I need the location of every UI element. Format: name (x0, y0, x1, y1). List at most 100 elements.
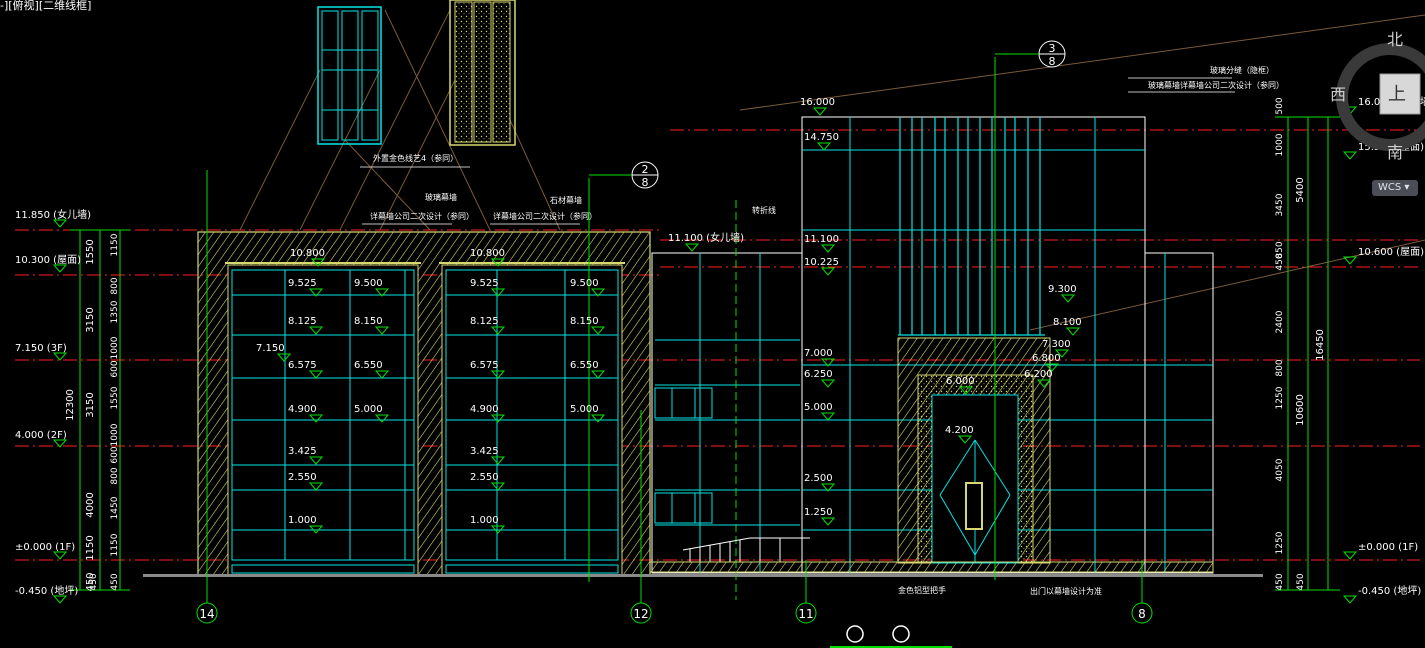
nav-orbit-icon[interactable] (846, 625, 864, 643)
axis-label[interactable]: 11 (798, 607, 813, 621)
dim-label: 600 (110, 360, 120, 377)
wcs-dropdown-button[interactable]: WCS ▾ (1372, 180, 1418, 196)
level-marker-icon (490, 370, 506, 379)
dim-label-total: 12300 (65, 389, 76, 421)
elevation-label: 3.425 (470, 446, 499, 457)
elevation-label: 8.150 (570, 316, 599, 327)
elevation-label: 4.900 (470, 404, 499, 415)
elevation-label: 11.100 (804, 234, 839, 245)
elevation-label: 2.500 (804, 473, 833, 484)
dimension-labels: 1550315031504000115045012300115080013501… (65, 97, 1326, 591)
dim-label: 800 (1275, 359, 1285, 376)
level-label-right: ±0.000 (1F) (1358, 542, 1418, 553)
level-marker-icon (276, 353, 292, 362)
dim-label: 450 (89, 573, 99, 590)
level-marker-icon (374, 288, 390, 297)
dim-label: 1150 (110, 533, 120, 556)
section-sheet[interactable]: 8 (1049, 55, 1056, 68)
axis-label[interactable]: 14 (199, 607, 214, 621)
level-marker-icon (308, 414, 324, 423)
level-marker-icon (308, 525, 324, 534)
compass-north[interactable]: 北 (1387, 30, 1403, 49)
dim-label: 850 (1275, 241, 1285, 258)
dim-label: 500 (1275, 97, 1285, 114)
dim-label: 450 (1275, 253, 1285, 270)
elevation-label: 8.100 (1053, 317, 1082, 328)
level-marker-icon (590, 288, 606, 297)
section-number[interactable]: 2 (642, 163, 649, 176)
level-marker-icon (490, 414, 506, 423)
wcs-label: WCS (1378, 182, 1402, 193)
axis-bubble-icon[interactable] (196, 602, 218, 624)
note-text: 金色铝型把手 (898, 585, 946, 595)
elevation-label: 6.250 (804, 369, 833, 380)
level-marker-icon (310, 258, 326, 267)
axis-label[interactable]: 12 (633, 607, 648, 621)
axis-bubble-icon[interactable] (795, 602, 817, 624)
elevation-label: 4.200 (945, 425, 974, 436)
elevation-label: 6.575 (470, 360, 499, 371)
axis-bubble-icon[interactable] (1131, 602, 1153, 624)
level-marker-icon (490, 288, 506, 297)
level-marker-icon (52, 551, 68, 560)
elevation-label: 9.525 (470, 278, 499, 289)
elevation-label: 6.200 (1024, 369, 1053, 380)
nav-bar[interactable] (830, 620, 960, 648)
leader-lines (239, 9, 1425, 331)
detail-cyan-panel[interactable] (317, 6, 382, 145)
entrance-portal[interactable] (897, 337, 1051, 564)
axis-label[interactable]: 8 (1138, 607, 1146, 621)
axis-bubbles[interactable]: 14 12 11 8 (196, 602, 1153, 624)
nav-pan-icon[interactable] (892, 625, 910, 643)
level-marker-icon (958, 386, 974, 395)
level-label-left: 11.850 (女儿墙) (15, 208, 91, 221)
elevation-label: 6.550 (354, 360, 383, 371)
level-marker-icon (1342, 595, 1358, 604)
elevation-label: 5.000 (804, 402, 833, 413)
level-marker-icon (308, 482, 324, 491)
axis-bubble-icon[interactable] (630, 602, 652, 624)
compass-west[interactable]: 西 (1330, 85, 1346, 104)
center-block[interactable] (651, 252, 803, 574)
compass-ring-icon[interactable] (1336, 43, 1425, 151)
viewport-title[interactable]: -][俯视][二维线框] (0, 0, 92, 12)
dim-label: 3150 (85, 307, 96, 332)
note-text: 玻璃幕墙 (425, 192, 457, 202)
level-marker-icon (684, 243, 700, 252)
elevation-label: 16.000 (800, 97, 835, 108)
elevation-label: 1.000 (470, 515, 499, 526)
dim-label: 1550 (85, 239, 96, 264)
level-marker-icon (52, 439, 68, 448)
elevation-label: 14.750 (804, 132, 839, 143)
note-text: 详幕墙公司二次设计（参同） (493, 211, 597, 221)
level-label-left: 7.150 (3F) (15, 343, 67, 354)
elevation-label: 3.425 (288, 446, 317, 457)
dim-label: 5400 (1295, 177, 1306, 202)
detail-gold-panel[interactable] (449, 0, 516, 146)
level-marker-icon (1342, 256, 1358, 265)
level-marker-icon (1060, 294, 1076, 303)
level-marker-icon (1044, 363, 1060, 372)
level-marker-icon (52, 264, 68, 273)
level-marker-icon (820, 517, 836, 526)
level-marker-icon (490, 456, 506, 465)
elevation-label: 6.800 (1032, 353, 1061, 364)
level-marker-icon (820, 358, 836, 367)
level-marker-icon (490, 258, 506, 267)
level-marker-icon (308, 326, 324, 335)
section-sheet[interactable]: 8 (642, 176, 649, 189)
dim-label: 1150 (110, 233, 120, 256)
elevation-label: 9.525 (288, 278, 317, 289)
dim-label-total: 16450 (1315, 329, 1326, 361)
elevation-label: 2.550 (288, 472, 317, 483)
level-label-left: 4.000 (2F) (15, 430, 67, 441)
level-marker-icon (490, 525, 506, 534)
section-number[interactable]: 3 (1049, 42, 1056, 55)
elevation-label: 9.500 (570, 278, 599, 289)
view-cube-top-face[interactable] (1379, 73, 1421, 115)
compass-south[interactable]: 南 (1387, 143, 1403, 162)
dim-label: 4050 (1275, 458, 1285, 481)
view-cube[interactable]: 上 北 西 南 (1325, 22, 1425, 172)
